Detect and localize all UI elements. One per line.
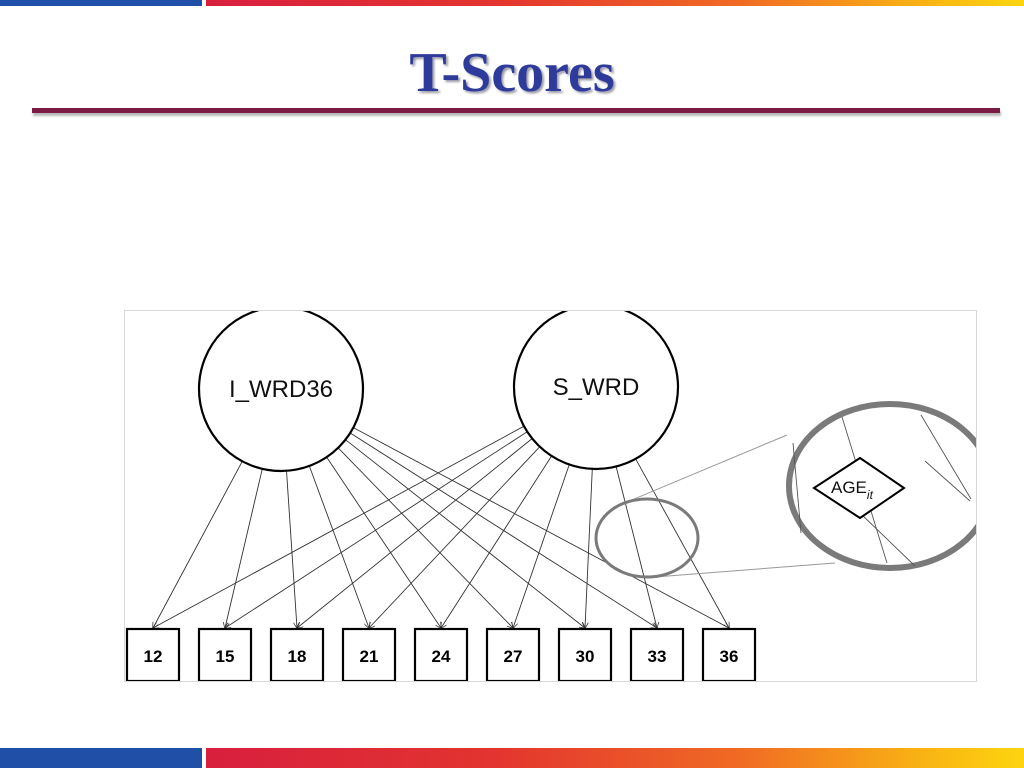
latent-factor-intercept: I_WRD36 (197, 311, 365, 473)
callout-line-top (614, 434, 788, 508)
indicator-label: 24 (432, 647, 451, 666)
indicator-label: 36 (720, 647, 739, 666)
path-intercept-to-36 (353, 427, 729, 628)
callout-line-bottom (654, 562, 836, 578)
indicator-box-24: 24 (413, 627, 469, 681)
bottom-accent-bar (0, 748, 1024, 768)
path-slope-to-15 (225, 431, 528, 628)
path-slope-to-12 (153, 425, 525, 628)
path-intercept-to-27 (337, 447, 513, 628)
indicator-box-15: 15 (197, 627, 253, 681)
indicator-box-12: 12 (125, 627, 181, 681)
latent-factor-slope: S_WRD (512, 311, 680, 471)
indicator-box-33: 33 (629, 627, 685, 681)
indicator-label: 30 (576, 647, 595, 666)
magnify-source-ring (594, 497, 700, 579)
magnified-view: AGEit (786, 401, 976, 571)
path-slope-to-24 (441, 455, 552, 628)
indicator-label: 15 (216, 647, 235, 666)
top-accent-bar (0, 0, 1024, 6)
path-slope-to-27 (513, 464, 570, 629)
indicator-box-36: 36 (701, 627, 757, 681)
path-slope-to-36 (635, 458, 729, 628)
path-slope-to-33 (615, 466, 657, 629)
indicator-box-18: 18 (269, 627, 325, 681)
path-slope-to-18 (297, 438, 533, 629)
indicator-label: 18 (288, 647, 307, 666)
indicator-label: 33 (648, 647, 667, 666)
indicator-box-30: 30 (557, 627, 613, 681)
latent-factors: I_WRD36 S_WRD (197, 311, 680, 473)
path-intercept-to-21 (308, 465, 369, 628)
path-slope-to-21 (369, 446, 541, 628)
observed-indicators: 12 15 18 21 24 27 30 33 36 (125, 627, 757, 681)
slide-title: T-Scores (409, 42, 615, 104)
factor-loading-paths (153, 425, 729, 629)
indicator-box-27: 27 (485, 627, 541, 681)
path-intercept-to-30 (345, 439, 586, 628)
path-intercept-to-15 (225, 468, 263, 628)
path-intercept-to-18 (286, 470, 298, 628)
indicator-label: 21 (360, 647, 379, 666)
path-intercept-to-12 (153, 461, 243, 628)
magnifier-callout: AGEit (594, 401, 976, 579)
indicator-label: 27 (504, 647, 523, 666)
path-slope-to-30 (585, 468, 593, 628)
indicator-box-21: 21 (341, 627, 397, 681)
path-intercept-to-24 (326, 456, 441, 628)
indicator-label: 12 (144, 647, 163, 666)
title-underline (32, 108, 1000, 113)
path-diagram-svg: AGEit I_WRD36 S_WRD 12 15 18 21 24 27 30 33 36 (125, 311, 976, 681)
path-diagram: AGEit I_WRD36 S_WRD 12 15 18 21 24 27 30 33 36 (124, 310, 977, 682)
latent-factor-label: S_WRD (553, 374, 640, 401)
latent-factor-label: I_WRD36 (229, 376, 333, 403)
